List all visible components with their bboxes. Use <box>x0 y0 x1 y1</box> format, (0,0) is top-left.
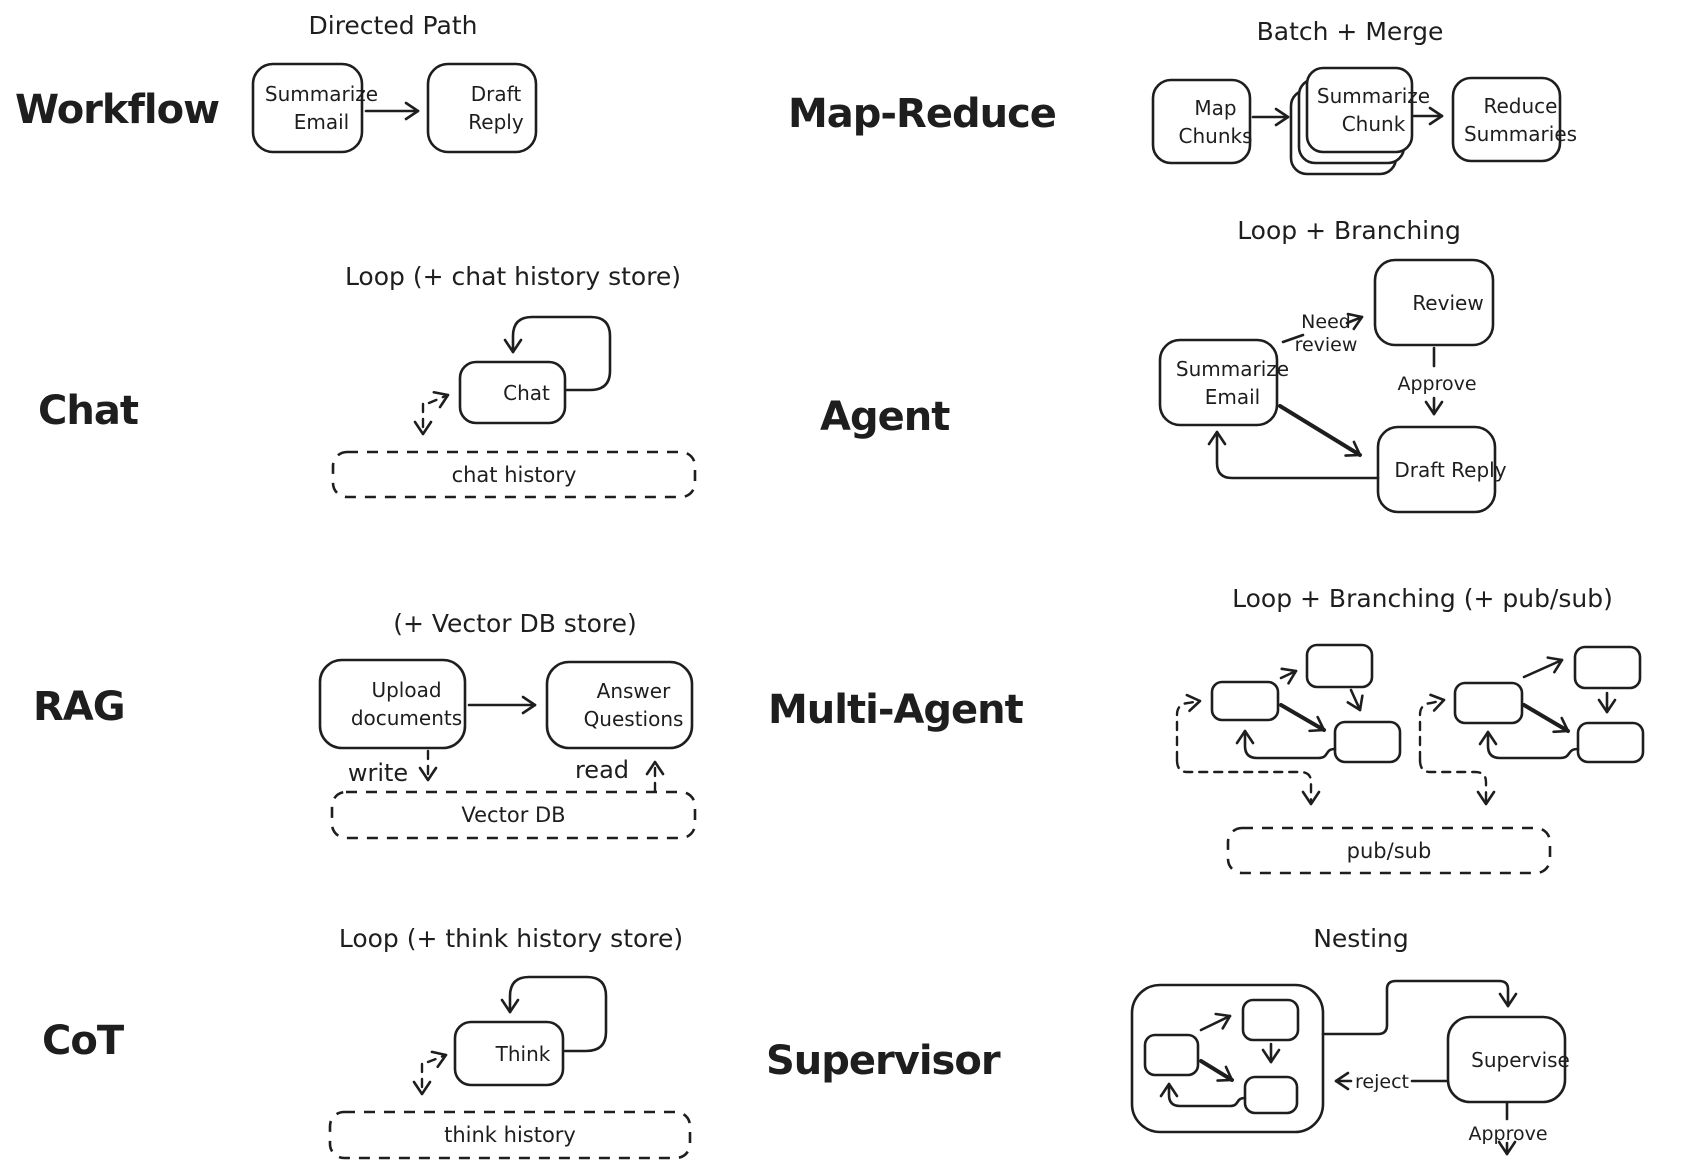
section-label-supervisor: Supervisor <box>766 1038 1001 1084</box>
multi-agent-1-loop-back-arrow <box>1235 729 1337 760</box>
workflow-draft-reply-label: Draft Reply <box>468 82 524 134</box>
multi-agent-2-left-to-top-arrow <box>1522 656 1564 679</box>
section-label-multi-agent: Multi-Agent <box>768 687 1024 733</box>
multi-agent-cluster-1 <box>1175 643 1402 806</box>
section-label-chat: Chat <box>38 388 139 434</box>
cot-think-label: Think <box>495 1041 551 1066</box>
rag-upload-documents-box <box>318 658 467 750</box>
rag-upload-documents-label: Upload documents <box>350 678 463 730</box>
chat-box-label: Chat <box>503 380 550 405</box>
rag-answer-questions-label: Answer Questions <box>583 679 684 731</box>
rag-answer-questions-box <box>545 660 694 750</box>
agent-loop-back-arrow <box>1207 430 1380 480</box>
chat-input-dashed-arrow <box>427 390 450 409</box>
agent-review-label: Review <box>1412 290 1484 315</box>
agent-approve-edge-label: Approve <box>1397 372 1477 395</box>
supervisor-inner-top-box <box>1241 998 1300 1042</box>
multi-agent-2-left-to-bottom-arrow <box>1522 703 1570 734</box>
section-label-workflow: Workflow <box>15 87 220 133</box>
supervisor-container-to-supervise-arrow <box>1321 979 1518 1036</box>
multi-agent-title: Loop + Branching (+ pub/sub) <box>1232 583 1613 613</box>
multi-agent-1-left-to-bottom-arrow <box>1279 703 1326 733</box>
agent-summarize-email-box <box>1158 338 1279 427</box>
multi-agent-1-dashed-store-arrow <box>1175 758 1321 806</box>
multi-agent-2-bottom-box <box>1576 721 1645 764</box>
agent-summarize-email-label: Summarize Email <box>1175 356 1290 409</box>
supervisor-inner-left-to-top-arrow <box>1199 1012 1232 1032</box>
workflow-draft-reply-box <box>426 62 538 154</box>
supervisor-inner-left-box <box>1143 1033 1200 1077</box>
agent-draft-reply-label: Draft Reply <box>1394 457 1507 482</box>
cot-title: Loop (+ think history store) <box>338 923 684 953</box>
agent-diagram <box>1158 258 1497 514</box>
map-reduce-reduce-summaries-box <box>1451 76 1562 163</box>
workflow-diagram <box>251 62 538 154</box>
cot-input-dashed-arrow <box>426 1050 448 1069</box>
chat-diagram <box>331 315 697 499</box>
workflow-title: Directed Path <box>308 10 478 40</box>
agent-need-review-line <box>1281 333 1305 344</box>
supervisor-reject-edge-label: reject <box>1355 1070 1409 1093</box>
section-label-cot: CoT <box>42 1018 124 1064</box>
map-reduce-summarize-chunk-label: Summarize Chunk <box>1316 84 1431 136</box>
agent-need-review-edge-label: Need review <box>1294 311 1358 356</box>
multi-agent-2-dashed-in-arrow <box>1418 693 1446 762</box>
multi-agent-1-bottom-box <box>1333 720 1402 764</box>
cot-think-box <box>453 1020 565 1087</box>
multi-agent-pub-sub-store-box <box>1226 826 1552 875</box>
multi-agent-2-dashed-store-arrow <box>1418 758 1496 806</box>
cot-diagram <box>328 975 692 1160</box>
agent-title: Loop + Branching <box>1237 215 1461 245</box>
agent-review-box <box>1373 258 1495 347</box>
map-reduce-summarize-chunk-box <box>1305 66 1414 154</box>
chat-self-loop-arrow <box>503 315 612 392</box>
supervisor-inner-bottom-box <box>1243 1075 1299 1115</box>
rag-write-edge-label: write <box>347 759 409 787</box>
multi-agent-1-left-to-top-arrow <box>1279 667 1298 685</box>
map-reduce-reduce-summaries-label: Reduce Summaries <box>1463 93 1578 146</box>
supervisor-inner-left-to-bottom-arrow <box>1199 1059 1234 1082</box>
rag-vector-db-store-box <box>330 790 697 840</box>
section-label-map-reduce: Map-Reduce <box>788 91 1057 137</box>
map-reduce-map-chunks-box <box>1151 78 1252 165</box>
chat-history-store-label: chat history <box>451 462 577 487</box>
supervisor-inner-loop-back-arrow <box>1159 1082 1247 1108</box>
rag-title: (+ Vector DB store) <box>393 608 637 638</box>
multi-agent-2-loop-back-arrow <box>1478 730 1580 760</box>
multi-agent-1-left-box <box>1210 680 1280 722</box>
supervisor-diagram <box>1130 979 1567 1156</box>
multi-agent-cluster-2 <box>1226 645 1645 875</box>
agent-need-review-arrow <box>1345 312 1364 331</box>
agent-summarize-to-draft-arrow <box>1278 404 1362 457</box>
rag-read-edge-label: read <box>574 756 630 784</box>
rag-diagram <box>318 658 697 840</box>
cot-think-history-store-label: think history <box>444 1123 576 1147</box>
multi-agent-2-left-box <box>1453 681 1524 725</box>
multi-agent-pub-sub-store-label: pub/sub <box>1346 838 1432 863</box>
agent-draft-reply-box <box>1376 425 1497 514</box>
rag-vector-db-store-label: Vector DB <box>461 803 566 827</box>
supervisor-title: Nesting <box>1313 923 1409 953</box>
chat-history-store-box <box>331 450 697 499</box>
map-reduce-diagram <box>1151 66 1562 176</box>
multi-agent-1-top-to-bottom-arrow <box>1346 688 1364 712</box>
workflow-summarize-email-label: Summarize Email <box>264 82 379 134</box>
workflow-summarize-email-box <box>251 62 364 154</box>
cot-think-history-store-box <box>328 1110 692 1160</box>
chat-title: Loop (+ chat history store) <box>344 261 682 291</box>
multi-agent-2-top-box <box>1573 645 1642 690</box>
map-reduce-map-chunks-label: Map Chunks <box>1178 95 1253 148</box>
multi-agent-1-dashed-in-arrow <box>1175 693 1202 762</box>
supervisor-approve-edge-label: Approve <box>1468 1122 1548 1145</box>
section-label-rag: RAG <box>33 684 126 730</box>
section-label-agent: Agent <box>820 394 950 440</box>
cot-self-loop-arrow <box>500 975 608 1053</box>
supervisor-supervise-label: Supervise <box>1471 1047 1570 1072</box>
chat-box <box>458 360 567 425</box>
multi-agent-1-top-box <box>1305 643 1374 689</box>
map-reduce-title: Batch + Merge <box>1256 16 1444 46</box>
